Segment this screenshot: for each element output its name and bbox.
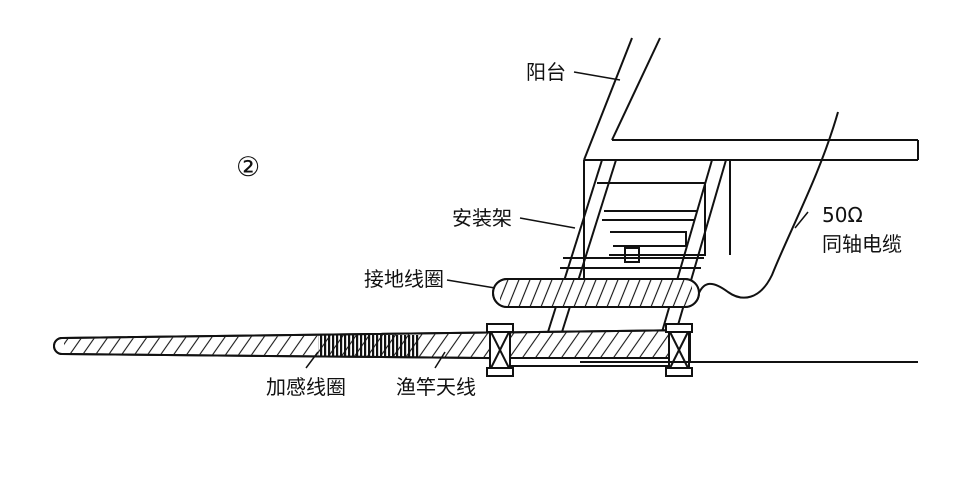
label-loading-coil: 加感线圈 — [266, 375, 346, 399]
fishing-rod-antenna — [53, 328, 691, 362]
label-mounting-bracket: 安装架 — [452, 206, 512, 230]
label-coaxial-cable: 同轴电缆 — [822, 232, 902, 256]
coaxial-cable — [698, 111, 839, 299]
leader-lines — [305, 71, 809, 369]
loading-coil-winding — [318, 335, 420, 357]
label-fishing-rod-antenna: 渔竿天线 — [396, 375, 476, 399]
figure-marker: ② — [236, 152, 261, 183]
label-balcony: 阳台 — [526, 60, 566, 84]
label-cable-impedance: 50Ω — [822, 203, 863, 227]
ground-coil — [492, 278, 700, 308]
balcony-structure — [583, 37, 919, 300]
label-ground-coil: 接地线圈 — [364, 267, 444, 291]
